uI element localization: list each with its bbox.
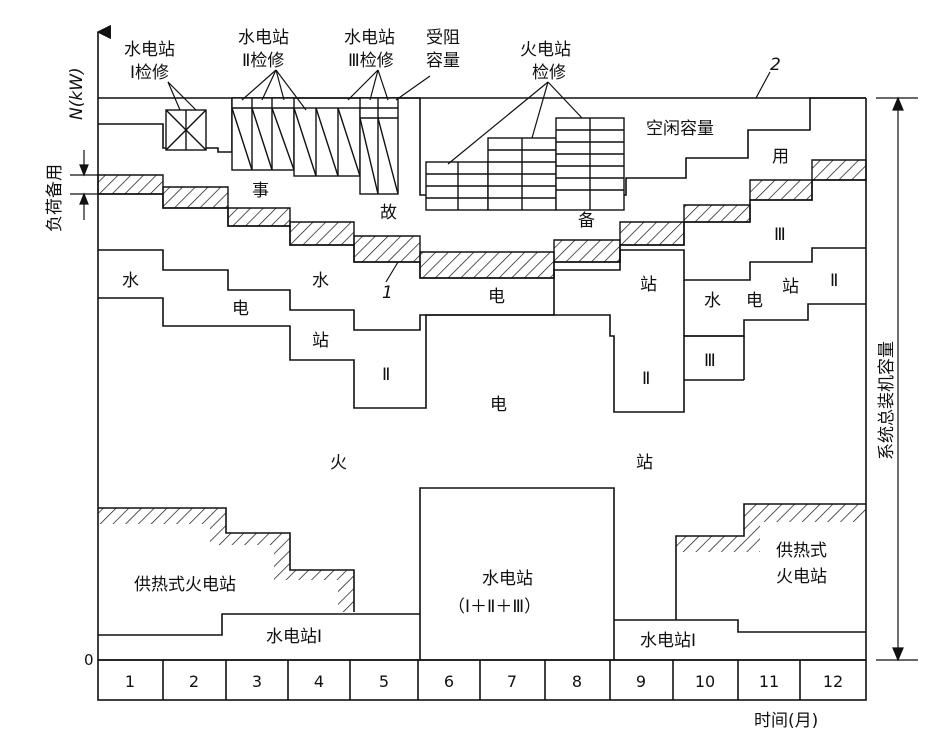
roman-2-mid: Ⅱ — [642, 369, 650, 389]
y-axis-label: N(kW) — [67, 67, 87, 120]
total-capacity-dimension — [876, 96, 918, 662]
hydro-mid-char-3: 电 — [490, 395, 507, 415]
hydro1-maint-line1: 水电站 — [124, 40, 175, 60]
hydro-right-roman: Ⅱ — [830, 271, 838, 291]
roman-3-mid: Ⅲ — [704, 351, 716, 371]
month-strip — [97, 659, 867, 701]
roman-3-upper: Ⅲ — [774, 225, 786, 245]
hatched-load-reserve — [97, 159, 867, 279]
idle-capacity-label: 空闲容量 — [646, 119, 714, 139]
leader-lines — [167, 69, 771, 283]
accident-reserve-char-3: 备 — [578, 211, 595, 231]
blocked-capacity-line1: 受阻 — [426, 28, 460, 48]
month-label: 6 — [444, 672, 454, 691]
total-capacity-label: 系统总装机容量 — [877, 341, 897, 460]
origin-label: 0 — [84, 651, 94, 669]
marker-2: 2 — [770, 55, 781, 75]
hydro-mid-char-1: 电 — [488, 287, 505, 307]
hydro3-maint-line1: 水电站 — [344, 28, 395, 48]
hydro-combined-line1: 水电站 — [482, 569, 533, 589]
month-label: 12 — [823, 672, 843, 691]
month-label: 3 — [252, 672, 262, 691]
month-label: 10 — [695, 672, 715, 691]
hydro-mid-char-2: 站 — [640, 275, 657, 295]
hydro1-maint-line2: Ⅰ检修 — [130, 63, 169, 83]
load-reserve-dimension — [70, 150, 98, 220]
hydro-left-char-2: 电 — [232, 299, 249, 319]
month-label: 1 — [125, 672, 135, 691]
month-dividers — [162, 660, 801, 700]
hydro-combined-block — [419, 487, 615, 660]
hydro-right-char-3: 站 — [782, 277, 799, 297]
accident-reserve-char-4: 用 — [772, 147, 789, 167]
month-labels: 1 2 3 4 5 6 7 8 9 10 11 12 — [125, 672, 843, 691]
hydro-combined-line2: （Ⅰ＋Ⅱ＋Ⅲ） — [448, 597, 541, 617]
month-label: 4 — [314, 672, 324, 691]
heating-thermal-left-label: 供热式火电站 — [134, 575, 236, 595]
accident-reserve-char-2: 故 — [380, 203, 397, 223]
hydro-right-char-1: 水 — [704, 291, 721, 311]
month-label: 9 — [636, 672, 646, 691]
hydro1-right-label: 水电站Ⅰ — [640, 631, 696, 651]
load-reserve-label: 负荷备用 — [45, 164, 65, 232]
month-label: 8 — [572, 672, 582, 691]
hydro-left-char-4: 站 — [312, 331, 329, 351]
thermal-char-1: 火 — [330, 453, 347, 473]
thermal-maint-line2: 检修 — [532, 63, 566, 83]
thermal-maint-line1: 火电站 — [520, 40, 571, 60]
hydro-left-roman: Ⅱ — [382, 365, 390, 385]
heating-thermal-right-line1: 供热式 — [776, 541, 827, 561]
hydro1-left-label: 水电站Ⅰ — [266, 627, 322, 647]
hatched-heating-thermal — [98, 504, 866, 612]
hydro1-line — [98, 613, 420, 636]
maintenance-boxes — [165, 97, 625, 211]
month-label: 11 — [759, 672, 779, 691]
marker-1: 1 — [382, 283, 393, 303]
heating-thermal-right-line2: 火电站 — [776, 567, 827, 587]
hydro2-maint-line1: 水电站 — [238, 28, 289, 48]
month-label: 2 — [189, 672, 199, 691]
x-axis-label: 时间(月) — [754, 711, 818, 731]
thermal-char-2: 站 — [636, 453, 653, 473]
blocked-capacity-line2: 容量 — [426, 51, 460, 71]
hydro-left-char-1: 水 — [122, 271, 139, 291]
hydro-right-char-2: 电 — [746, 291, 763, 311]
hydro3-maint-line2: Ⅲ检修 — [348, 51, 394, 71]
hydro-lower-line — [98, 297, 866, 413]
month-label: 7 — [507, 672, 517, 691]
hydro2-maint-line2: Ⅱ检修 — [242, 51, 284, 71]
month-label: 5 — [379, 672, 389, 691]
accident-reserve-char-1: 事 — [252, 181, 269, 201]
hydro-left-char-3: 水 — [312, 271, 329, 291]
